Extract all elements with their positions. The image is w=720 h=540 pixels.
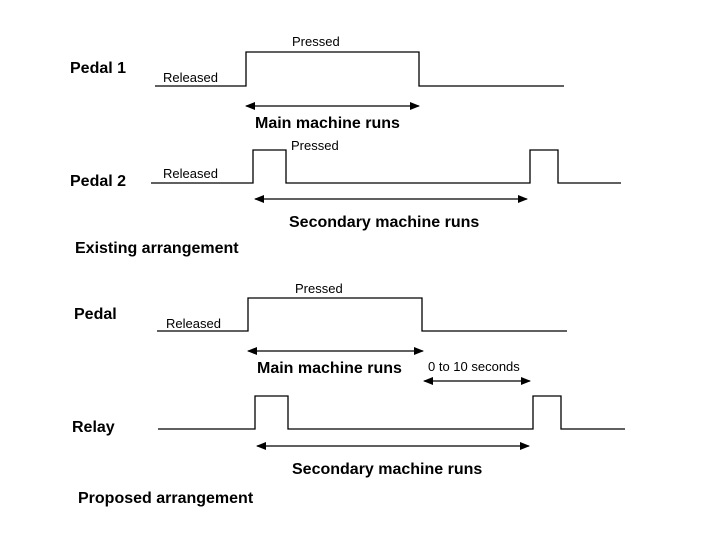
pedal-released-label: Released (166, 316, 221, 331)
pedal-waveform (157, 297, 567, 332)
pedal2-duration-label: Secondary machine runs (289, 214, 479, 231)
pedal-pressed-label: Pressed (295, 281, 343, 296)
relay-label: Relay (72, 419, 115, 436)
relay-waveform (158, 395, 625, 430)
delay-label: 0 to 10 seconds (428, 359, 520, 374)
pedal-duration-label: Main machine runs (257, 360, 402, 377)
pedal1-pressed-label: Pressed (292, 34, 340, 49)
pedal1-released-label: Released (163, 70, 218, 85)
proposed-arrangement-title: Proposed arrangement (78, 490, 254, 507)
pedal1-waveform (155, 51, 564, 87)
relay-duration-label: Secondary machine runs (292, 461, 482, 478)
pedal2-label: Pedal 2 (70, 173, 126, 190)
pedal2-released-label: Released (163, 166, 218, 181)
pedal2-waveform (151, 149, 621, 184)
pedal-label: Pedal (74, 306, 117, 323)
pedal2-pressed-label: Pressed (291, 138, 339, 153)
existing-arrangement-title: Existing arrangement (75, 240, 239, 257)
pedal1-label: Pedal 1 (70, 60, 126, 77)
pedal1-duration-label: Main machine runs (255, 115, 400, 132)
